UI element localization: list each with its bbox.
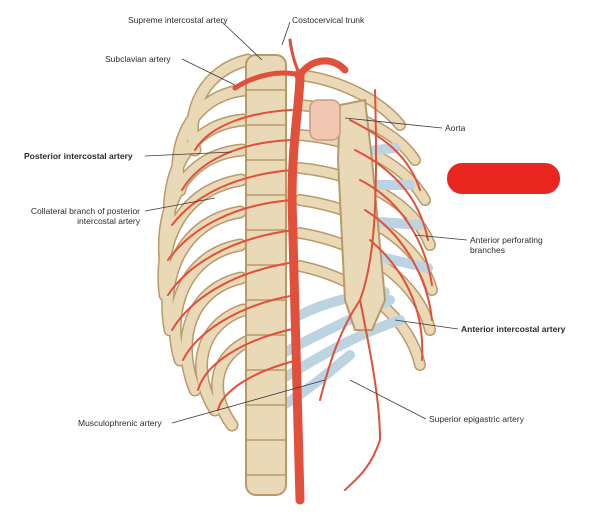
label-subclavian-artery: Subclavian artery bbox=[105, 54, 171, 64]
label-superior-epigastric-artery: Superior epigastric artery bbox=[429, 414, 524, 424]
label-anterior-perforating-branches: Anterior perforating branches bbox=[470, 235, 543, 255]
label-anterior-perforating-line1: Anterior perforating bbox=[470, 235, 543, 245]
label-aorta: Aorta bbox=[445, 123, 466, 133]
label-anterior-intercostal-artery: Anterior intercostal artery bbox=[461, 324, 566, 334]
label-supreme-intercostal-artery: Supreme intercostal artery bbox=[128, 15, 228, 25]
label-costocervical-trunk: Costocervical trunk bbox=[292, 15, 365, 25]
vertebral-column bbox=[245, 54, 287, 496]
aortic-arch bbox=[296, 57, 349, 79]
costocervical-trunk-path bbox=[288, 38, 302, 77]
arteries bbox=[167, 38, 433, 505]
label-collateral-branch-line1: Collateral branch of posterior bbox=[30, 206, 140, 216]
label-posterior-intercostal-artery: Posterior intercostal artery bbox=[24, 151, 133, 161]
label-musculophrenic-artery: Musculophrenic artery bbox=[78, 418, 162, 428]
label-collateral-branch-line2: intercostal artery bbox=[77, 216, 140, 226]
leader-lines bbox=[144, 21, 468, 424]
descending-aorta bbox=[287, 70, 305, 505]
label-collateral-branch: Collateral branch of posterior intercost… bbox=[10, 206, 140, 226]
label-anterior-perforating-line2: branches bbox=[470, 245, 505, 255]
subclavian-artery-path bbox=[232, 70, 303, 91]
redaction-box bbox=[447, 163, 560, 194]
